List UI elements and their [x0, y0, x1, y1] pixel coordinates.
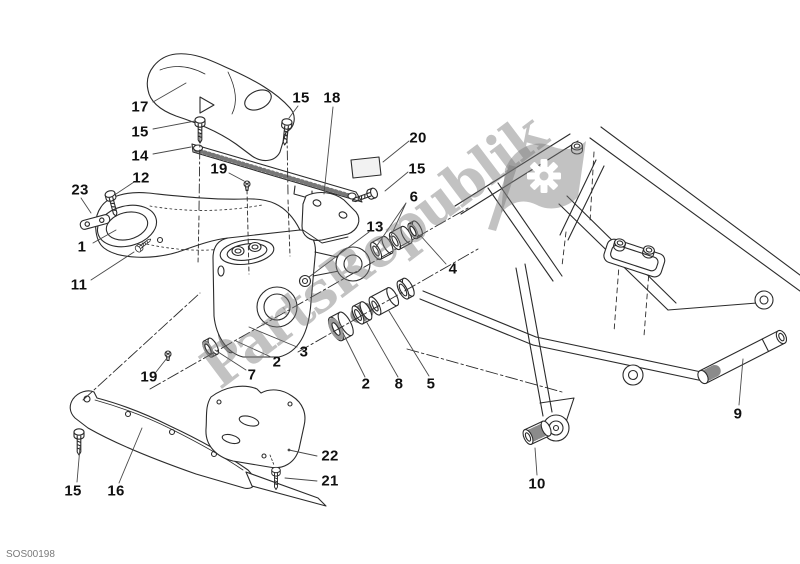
pivot-housing	[212, 229, 371, 358]
leader-lines	[76, 82, 744, 484]
part-callout-20: 20	[409, 129, 427, 147]
part-callout-13: 13	[366, 218, 384, 236]
part-callout-15: 15	[408, 160, 426, 178]
frame-bracket	[603, 238, 666, 278]
part-callout-17: 17	[131, 98, 149, 116]
bushing	[522, 420, 552, 445]
part-callout-21: 21	[321, 472, 339, 490]
part-callout-1: 1	[77, 238, 87, 256]
part-callout-15: 15	[64, 482, 82, 500]
spacer-rows-right	[327, 220, 423, 342]
cover-plate	[301, 191, 360, 244]
part-callout-2: 2	[361, 375, 371, 393]
sticker-plate	[350, 156, 382, 179]
part-callout-9: 9	[733, 405, 743, 423]
part-callout-4: 4	[448, 260, 458, 278]
part-callout-3: 3	[299, 343, 309, 361]
part-callout-18: 18	[323, 89, 341, 107]
retainer-clip	[79, 214, 111, 230]
chain-slider	[69, 390, 327, 507]
part-callout-14: 14	[131, 147, 149, 165]
part-callout-16: 16	[107, 482, 125, 500]
part-callout-2: 2	[272, 353, 282, 371]
part-callout-19: 19	[140, 368, 158, 386]
alignment-lines	[197, 132, 291, 275]
part-callout-22: 22	[321, 447, 339, 465]
part-callout-10: 10	[528, 475, 546, 493]
chain-guard	[146, 53, 295, 161]
part-callout-19: 19	[210, 160, 228, 178]
frame-section	[419, 126, 800, 442]
part-callout-23: 23	[71, 181, 89, 199]
guard-bracket-strip	[191, 143, 363, 203]
part-callout-8: 8	[394, 375, 404, 393]
part-callout-11: 11	[70, 276, 88, 294]
pivot-shaft	[697, 329, 788, 385]
part-callout-5: 5	[426, 375, 436, 393]
part-callout-15: 15	[292, 89, 310, 107]
center-axes	[82, 207, 563, 401]
part-callout-15: 15	[131, 123, 149, 141]
part-callout-7: 7	[247, 366, 257, 384]
part-callout-12: 12	[132, 169, 150, 187]
document-code: SOS00198	[6, 549, 55, 560]
guard-plate	[205, 385, 306, 469]
part-callout-6: 6	[409, 188, 419, 206]
